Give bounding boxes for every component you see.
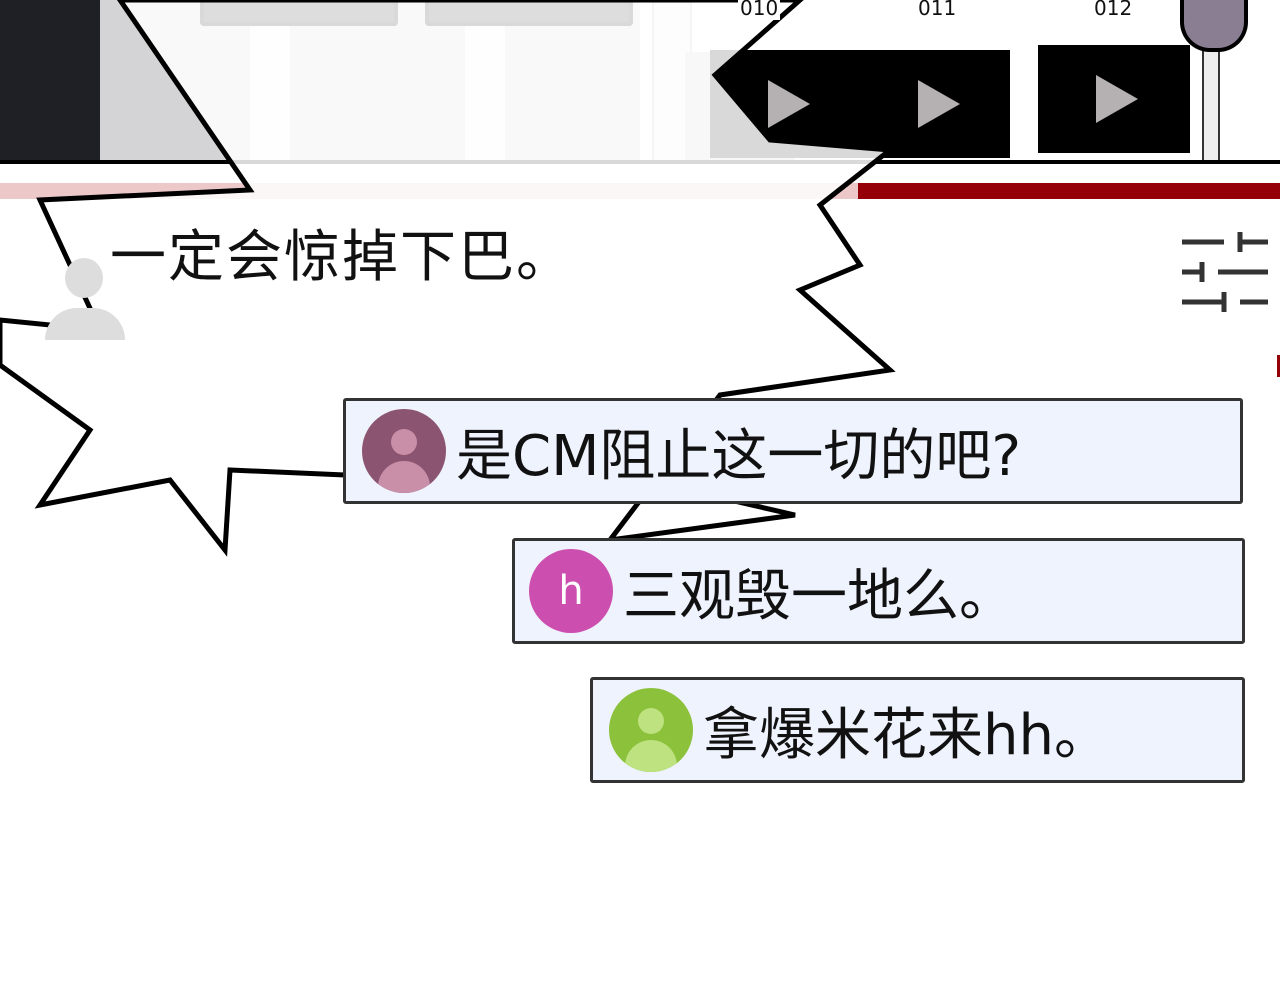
dark-hair (0, 0, 100, 162)
filter-settings-icon[interactable] (1180, 230, 1270, 315)
progress-fill (857, 183, 1280, 199)
comment-text: 是CM阻止这一切的吧? (456, 423, 1022, 489)
user-avatar (362, 409, 446, 493)
comment-text: 拿爆米花来hh。 (703, 702, 1110, 768)
play-icon (1096, 75, 1138, 123)
episode-label: 010 (738, 0, 781, 20)
episode-label: 011 (918, 0, 957, 20)
comment-text: 三观毁一地么。 (623, 563, 1015, 629)
episode-thumb-012[interactable] (1038, 45, 1190, 153)
episode-label: 012 (1094, 0, 1133, 20)
comment-item[interactable]: 是CM阻止这一切的吧? (343, 398, 1243, 504)
character-hand (1180, 0, 1248, 52)
user-avatar: h (529, 549, 613, 633)
speech-text: 一定会惊掉下巴。 (110, 225, 574, 290)
play-icon (768, 80, 810, 128)
edge-mark (1277, 355, 1280, 377)
comment-item[interactable]: h 三观毁一地么。 (512, 538, 1245, 644)
user-avatar-placeholder (45, 258, 125, 340)
user-avatar (609, 688, 693, 772)
play-icon (918, 80, 960, 128)
comment-item[interactable]: 拿爆米花来hh。 (590, 677, 1245, 783)
episode-thumb-011[interactable] (860, 50, 1010, 158)
